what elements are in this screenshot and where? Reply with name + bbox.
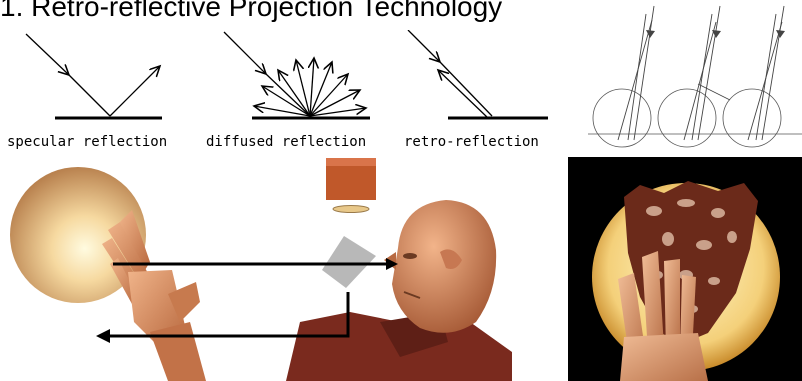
projection-scene <box>10 158 512 381</box>
retro-reflective-beads-diagram <box>588 5 802 148</box>
retro-reflection-diagram <box>407 30 548 120</box>
half-mirror <box>322 236 376 288</box>
projected-result-image <box>568 157 802 381</box>
observer-head <box>286 200 512 381</box>
specular-reflection-label: specular reflection <box>7 134 168 150</box>
retro-reflection-label: retro-reflection <box>404 134 539 150</box>
sphere <box>10 167 146 303</box>
specular-reflection-diagram <box>25 33 162 120</box>
diffused-reflection-label: diffused reflection <box>206 134 367 150</box>
hand-icon <box>102 210 206 381</box>
diffused-reflection-diagram <box>223 31 370 120</box>
slide-title: 1. Retro-reflective Projection Technolog… <box>0 0 503 22</box>
hand-icon <box>618 251 708 381</box>
projector-lens <box>332 205 370 213</box>
